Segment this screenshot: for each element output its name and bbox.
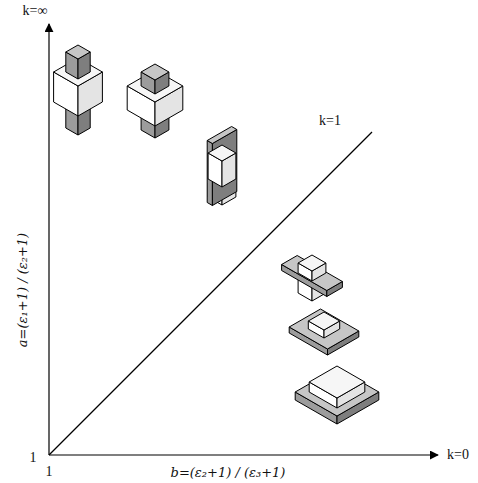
x-axis (49, 454, 438, 455)
y-axis (48, 24, 49, 455)
axis-limit-label: k=∞ (23, 4, 48, 18)
axis-tick-label: 1 (46, 465, 53, 479)
block-face (141, 64, 169, 80)
block-face (308, 312, 339, 330)
axis-title: b=(ε₂+1) / (ε₃+1) (171, 466, 286, 479)
axis-title: a=(ε₁+1) / (ε₂+1) (16, 233, 29, 347)
block-face (298, 255, 326, 271)
block-face (282, 256, 343, 291)
line-label: k=1 (319, 114, 341, 128)
block-face (309, 366, 365, 398)
block-face (208, 145, 236, 161)
block-face (66, 45, 90, 59)
block-figures (54, 45, 379, 424)
block-face (207, 127, 237, 144)
axis-limit-label: k=0 (447, 448, 469, 462)
axis-tick-label: 1 (30, 451, 37, 465)
block-face (289, 309, 359, 349)
